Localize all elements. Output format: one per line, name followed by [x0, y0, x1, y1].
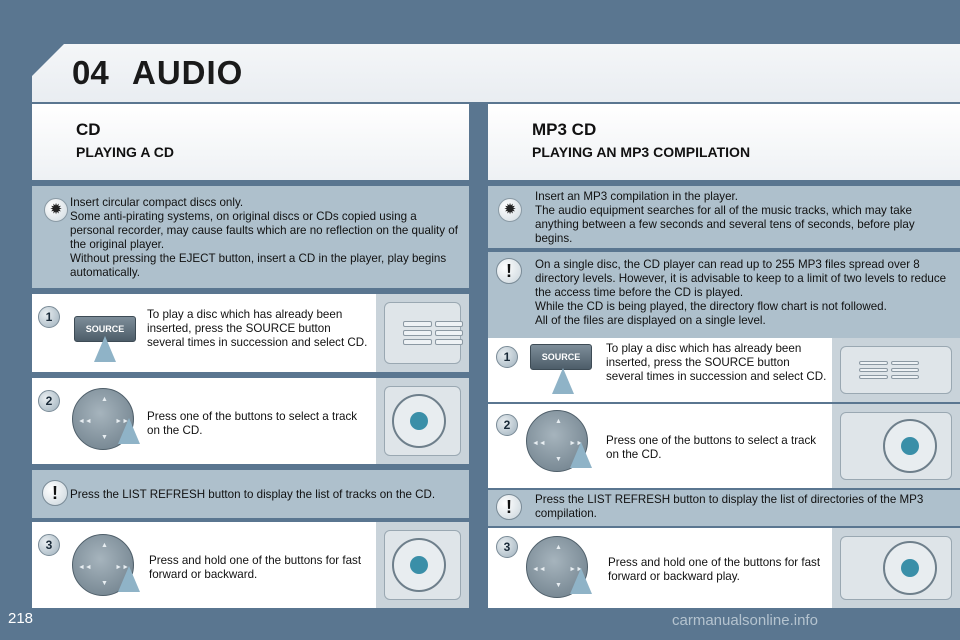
left-info-text: Insert circular compact discs only. Some… — [70, 196, 458, 279]
up-arrow-icon — [570, 442, 592, 468]
steering-controls-illustration — [376, 522, 469, 608]
right-step-1-text: To play a disc which has already been in… — [606, 342, 827, 383]
left-section-subtitle: PLAYING A CD — [76, 144, 175, 160]
sun-icon: ✹ — [498, 198, 522, 222]
page-number: 218 — [8, 610, 34, 627]
step-number-badge: 1 — [38, 306, 60, 328]
step-number-badge: 1 — [496, 346, 518, 368]
up-arrow-icon — [552, 368, 574, 394]
left-step-1-text: To play a disc which has already been in… — [147, 308, 368, 349]
right-step-3-text: Press and hold one of the buttons for fa… — [608, 556, 821, 583]
left-step-1-panel: 1 SOURCE To play a disc which has alread… — [32, 294, 469, 372]
right-step-2-panel: 2 ▲▼ ◄◄►► Press one of the buttons to se… — [488, 404, 960, 488]
step-number-badge: 3 — [496, 536, 518, 558]
right-section-subtitle: PLAYING AN MP3 COMPILATION — [532, 144, 751, 160]
up-arrow-icon — [118, 566, 140, 592]
up-arrow-icon — [118, 418, 140, 444]
radio-unit-illustration — [832, 338, 960, 402]
left-warning-panel: ! Press the LIST REFRESH button to displ… — [32, 470, 469, 518]
chapter-number: 04 — [72, 54, 109, 91]
exclamation-icon: ! — [496, 494, 522, 520]
left-step-3-text: Press and hold one of the buttons for fa… — [149, 554, 362, 581]
step-number-badge: 2 — [496, 414, 518, 436]
left-info-panel: ✹ Insert circular compact discs only. So… — [32, 186, 469, 288]
left-step-2-panel: 2 ▲▼ ◄◄►► Press one of the buttons to se… — [32, 378, 469, 464]
chapter-title: AUDIO — [132, 54, 244, 91]
right-warning-text: Press the LIST REFRESH button to display… — [535, 493, 924, 520]
right-limits-warning-text: On a single disc, the CD player can read… — [535, 258, 947, 327]
left-step-2-text: Press one of the buttons to select a tra… — [147, 410, 358, 437]
steering-controls-illustration — [376, 378, 469, 464]
left-warning-text: Press the LIST REFRESH button to display… — [70, 488, 436, 501]
exclamation-icon: ! — [42, 480, 68, 506]
right-section-title: MP3 CD — [532, 120, 597, 139]
right-limits-warning-panel: ! On a single disc, the CD player can re… — [488, 252, 960, 338]
step-number-badge: 2 — [38, 390, 60, 412]
steering-controls-illustration — [832, 404, 960, 488]
right-section-band — [488, 104, 960, 180]
left-step-3-panel: 3 ▲▼ ◄◄►► Press and hold one of the butt… — [32, 522, 469, 608]
right-info-text: Insert an MP3 compilation in the player.… — [535, 190, 915, 245]
right-step-2-text: Press one of the buttons to select a tra… — [606, 434, 817, 461]
right-warning-panel: ! Press the LIST REFRESH button to displ… — [488, 490, 960, 526]
left-section-band — [32, 104, 469, 180]
up-arrow-icon — [570, 568, 592, 594]
right-step-1-panel: 1 SOURCE To play a disc which has alread… — [488, 338, 960, 402]
exclamation-icon: ! — [496, 258, 522, 284]
right-info-panel: ✹ Insert an MP3 compilation in the playe… — [488, 186, 960, 248]
source-button-illustration: SOURCE — [530, 344, 592, 370]
watermark: carmanualsonline.info — [672, 612, 818, 629]
up-arrow-icon — [94, 336, 116, 362]
steering-controls-illustration — [832, 528, 960, 608]
source-button-illustration: SOURCE — [74, 316, 136, 342]
right-step-3-panel: 3 ▲▼ ◄◄►► Press and hold one of the butt… — [488, 528, 960, 608]
radio-unit-illustration — [376, 294, 469, 372]
left-section-title: CD — [76, 120, 101, 139]
chapter-header-band — [32, 44, 960, 102]
step-number-badge: 3 — [38, 534, 60, 556]
sun-icon: ✹ — [44, 198, 68, 222]
